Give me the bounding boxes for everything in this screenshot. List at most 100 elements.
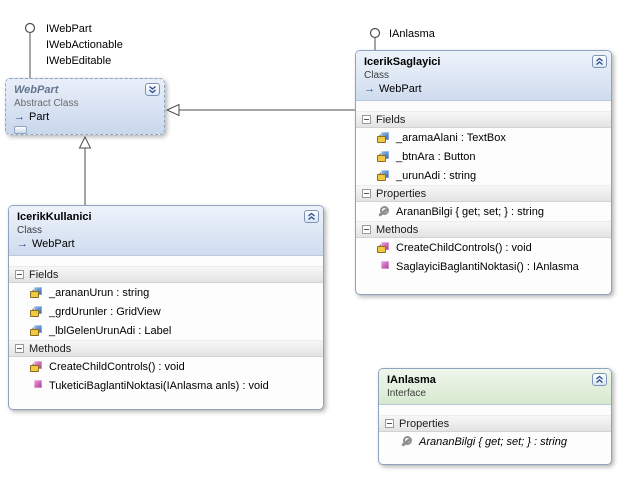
base-type-label: Part (29, 111, 50, 123)
section-title: Methods (29, 342, 72, 355)
member-label: _lblGelenUrunAdi : Label (49, 324, 172, 337)
section-header-methods[interactable]: Methods (9, 340, 323, 357)
section-collapse-icon[interactable] (385, 419, 394, 428)
interface-label[interactable]: IWebActionable (46, 39, 123, 51)
section-collapse-icon[interactable] (362, 115, 371, 124)
chevron-up-icon (308, 212, 315, 220)
section-collapse-icon[interactable] (15, 344, 24, 353)
class-title: IcerikSaglayici (364, 56, 441, 68)
class-stereotype: Class (364, 70, 390, 81)
field-row[interactable]: _grdUrunler : GridView (9, 302, 323, 321)
method-row[interactable]: TuketiciBaglantiNoktasi(IAnlasma anls) :… (9, 376, 323, 395)
member-label: CreateChildControls() : void (49, 360, 185, 373)
chevron-up-icon (596, 57, 603, 65)
member-label: _urunAdi : string (396, 169, 477, 182)
member-label: _arananUrun : string (49, 286, 150, 299)
section-header-properties[interactable]: Properties (379, 415, 611, 432)
private-field-icon (377, 170, 389, 181)
member-label: ArananBilgi { get; set; } : string (396, 205, 544, 218)
class-stereotype: Class (17, 225, 43, 236)
member-label: _btnAra : Button (396, 150, 476, 163)
compartment-gap (9, 256, 323, 266)
protected-method-icon (377, 242, 389, 253)
property-row[interactable]: ArananBilgi { get; set; } : string (356, 202, 611, 221)
interface-stereotype: Interface (387, 388, 426, 399)
class-box-iceriksaglayici[interactable]: IcerikSaglayici Class WebPart Fields _ar… (355, 50, 612, 295)
class-title: IcerikKullanici (17, 211, 92, 223)
member-label: TuketiciBaglantiNoktasi(IAnlasma anls) :… (49, 379, 269, 392)
chevron-down-icon (149, 86, 156, 94)
class-title: WebPart (14, 84, 59, 96)
class-box-webpart[interactable]: WebPart Abstract Class Part (5, 78, 165, 135)
interface-label[interactable]: IWebEditable (46, 55, 112, 67)
class-stereotype: Abstract Class (14, 98, 79, 109)
protected-method-icon (30, 361, 42, 372)
method-icon (31, 380, 42, 391)
base-type-row[interactable]: WebPart (364, 82, 589, 96)
collapse-button[interactable] (304, 210, 319, 223)
member-label: CreateChildControls() : void (396, 241, 532, 254)
chevron-up-icon (596, 375, 603, 383)
field-row[interactable]: _arananUrun : string (9, 283, 323, 302)
interface-title: IAnlasma (387, 374, 436, 386)
field-row[interactable]: _lblGelenUrunAdi : Label (9, 321, 323, 340)
lollipop-interface-labels: IWebPart IWebActionable IWebEditable (46, 21, 123, 69)
base-type-arrow-icon (364, 84, 375, 94)
field-row[interactable]: _aramaAlani : TextBox (356, 128, 611, 147)
compartment-gap (356, 101, 611, 111)
section-header-fields[interactable]: Fields (9, 266, 323, 283)
method-row[interactable]: CreateChildControls() : void (356, 238, 611, 257)
section-title: Methods (376, 223, 419, 236)
class-header[interactable]: IcerikKullanici Class WebPart (9, 206, 323, 256)
interface-header[interactable]: IAnlasma Interface (379, 369, 611, 405)
private-field-icon (30, 325, 42, 336)
base-type-arrow-icon (17, 239, 28, 249)
base-type-arrow-icon (14, 112, 25, 122)
interface-label[interactable]: IAnlasma (389, 28, 435, 40)
class-header[interactable]: IcerikSaglayici Class WebPart (356, 51, 611, 101)
base-type-row[interactable]: Part (14, 110, 156, 124)
section-header-fields[interactable]: Fields (356, 111, 611, 128)
expand-button[interactable] (145, 83, 160, 96)
base-type-row[interactable]: WebPart (17, 237, 301, 251)
private-field-icon (377, 151, 389, 162)
method-icon (378, 261, 389, 272)
collapsed-member-icon[interactable] (14, 126, 27, 134)
collapse-button[interactable] (592, 55, 607, 68)
private-field-icon (30, 306, 42, 317)
section-collapse-icon[interactable] (362, 225, 371, 234)
member-label: SaglayiciBaglantiNoktasi() : IAnlasma (396, 260, 579, 273)
member-label: _aramaAlani : TextBox (396, 131, 506, 144)
compartment-gap (379, 405, 611, 415)
method-row[interactable]: CreateChildControls() : void (9, 357, 323, 376)
member-label: _grdUrunler : GridView (49, 305, 161, 318)
collapse-button[interactable] (592, 373, 607, 386)
member-label: ArananBilgi { get; set; } : string (419, 435, 567, 448)
method-row[interactable]: SaglayiciBaglantiNoktasi() : IAnlasma (356, 257, 611, 276)
base-type-label: WebPart (379, 83, 422, 95)
section-collapse-icon[interactable] (362, 189, 371, 198)
lollipop-interface-labels: IAnlasma (389, 26, 435, 42)
section-title: Properties (399, 417, 450, 430)
section-header-properties[interactable]: Properties (356, 185, 611, 202)
private-field-icon (377, 132, 389, 143)
section-title: Fields (376, 113, 406, 126)
field-row[interactable]: _btnAra : Button (356, 147, 611, 166)
property-icon (401, 436, 412, 447)
interface-label[interactable]: IWebPart (46, 23, 92, 35)
section-collapse-icon[interactable] (15, 270, 24, 279)
field-row[interactable]: _urunAdi : string (356, 166, 611, 185)
inheritance-arrow-icon (165, 103, 180, 117)
section-header-methods[interactable]: Methods (356, 221, 611, 238)
lollipop-circle[interactable] (24, 22, 36, 34)
lollipop-circle[interactable] (369, 27, 381, 39)
interface-box-ianlasma[interactable]: IAnlasma Interface Properties ArananBilg… (378, 368, 612, 465)
private-field-icon (30, 287, 42, 298)
section-title: Fields (29, 268, 59, 281)
section-title: Properties (376, 187, 427, 200)
property-icon (378, 206, 389, 217)
class-box-icerikkullanici[interactable]: IcerikKullanici Class WebPart Fields _ar… (8, 205, 324, 410)
property-row[interactable]: ArananBilgi { get; set; } : string (379, 432, 611, 451)
